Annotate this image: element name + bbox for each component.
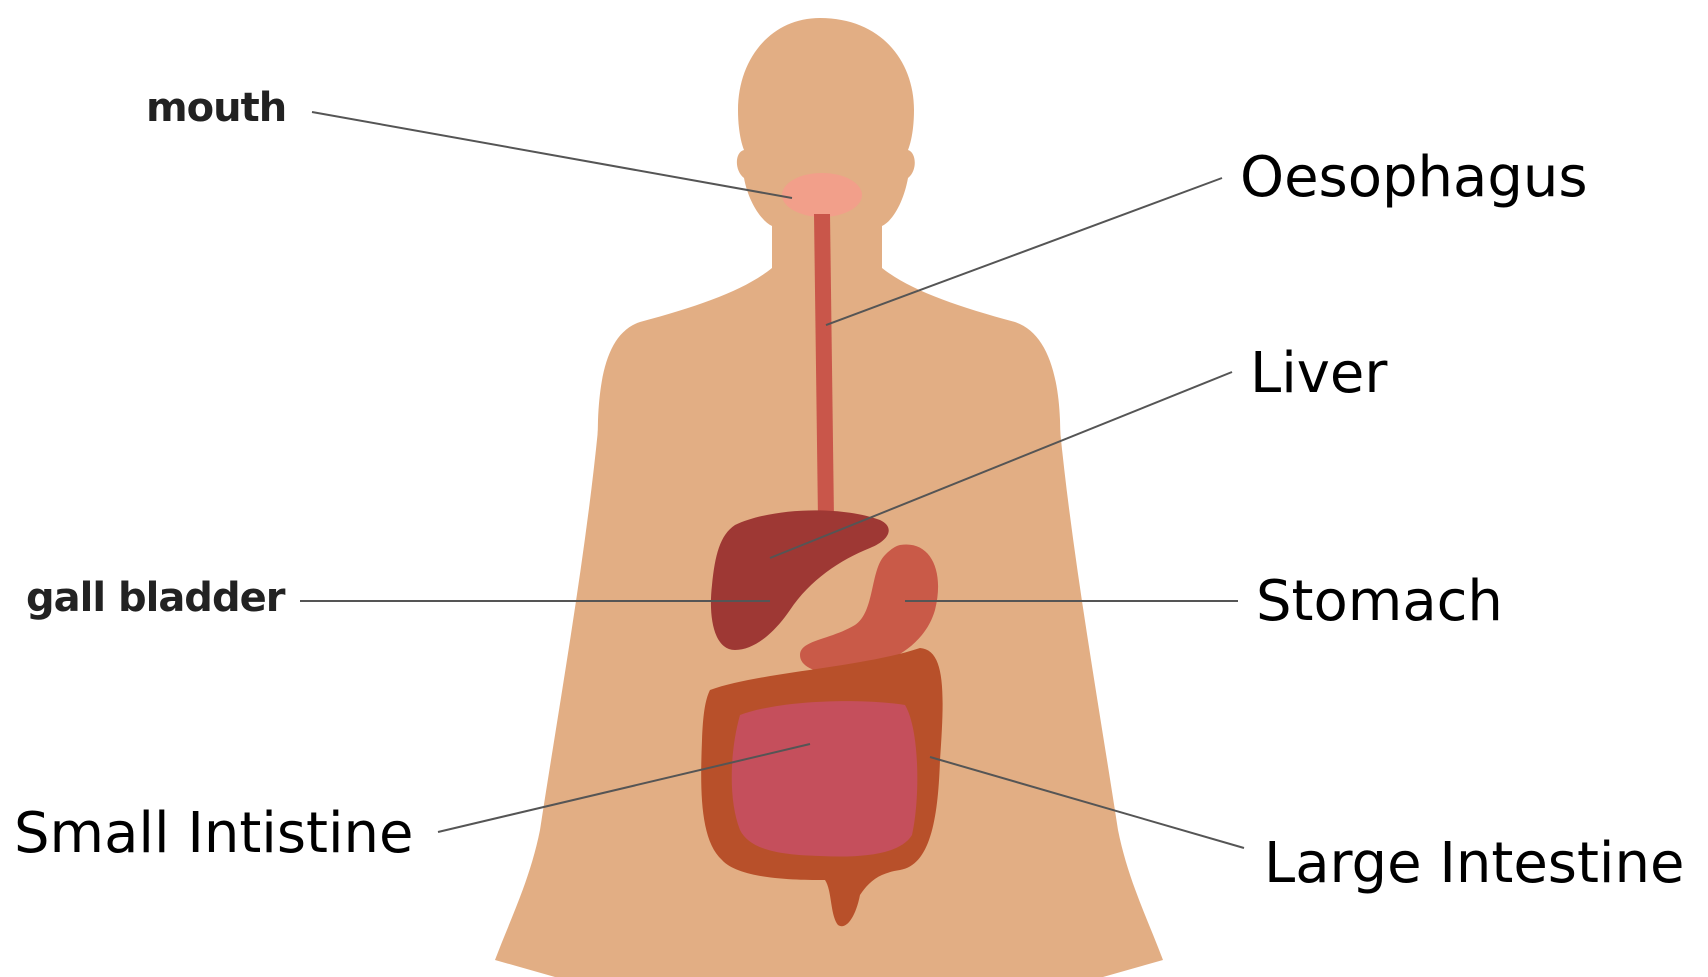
label-small-intestine: Small Intistine	[14, 806, 414, 862]
label-liver: Liver	[1250, 346, 1387, 402]
label-stomach: Stomach	[1256, 574, 1503, 630]
small-intestine-organ	[732, 701, 918, 856]
leader-mouth	[312, 112, 792, 198]
right-arm	[1058, 430, 1163, 977]
left-arm	[495, 430, 600, 977]
label-oesophagus: Oesophagus	[1240, 150, 1588, 206]
mouth-organ	[782, 173, 862, 217]
label-mouth: mouth	[146, 88, 286, 128]
label-gall-bladder: gall bladder	[26, 578, 284, 618]
label-large-intestine: Large Intestine	[1264, 836, 1684, 892]
